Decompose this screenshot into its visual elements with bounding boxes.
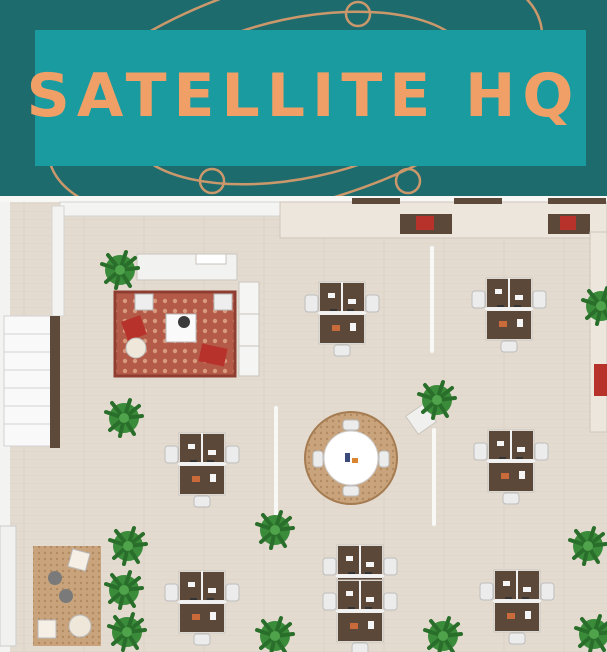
bookshelf (238, 281, 260, 377)
banner-title: SATELLITE HQ (26, 61, 581, 131)
red-cushion (594, 364, 607, 396)
header-banner: SATELLITE HQ (0, 0, 607, 196)
red-cushion (416, 216, 434, 230)
divider-screens (274, 246, 436, 526)
lounge-area (100, 250, 260, 378)
round-table-icon (304, 411, 398, 505)
side-table (195, 253, 227, 265)
window (454, 198, 502, 204)
pouf (68, 614, 92, 638)
side-table (48, 571, 62, 585)
table-decor (178, 316, 190, 328)
red-cushion (121, 315, 147, 341)
wall-shelf (0, 525, 17, 647)
title-panel (35, 30, 586, 166)
armchair (134, 293, 154, 311)
window (548, 198, 606, 204)
side-table (59, 589, 73, 603)
right-wall (589, 231, 607, 433)
inner-wall (51, 205, 65, 317)
red-cushion (198, 343, 228, 367)
armchair (67, 548, 91, 572)
window (352, 198, 400, 204)
corner-lounge (0, 525, 101, 647)
office-floor-plan (0, 196, 607, 652)
top-wall (0, 196, 607, 202)
red-cushion (560, 216, 576, 230)
satellite-circle (394, 167, 422, 195)
armchair (213, 293, 233, 311)
armchair (37, 619, 57, 639)
upper-wall-segment (59, 201, 281, 217)
satellite-circle (198, 167, 226, 195)
pouf (125, 337, 147, 359)
satellite-circle (344, 0, 372, 28)
staircase-icon (3, 315, 60, 448)
